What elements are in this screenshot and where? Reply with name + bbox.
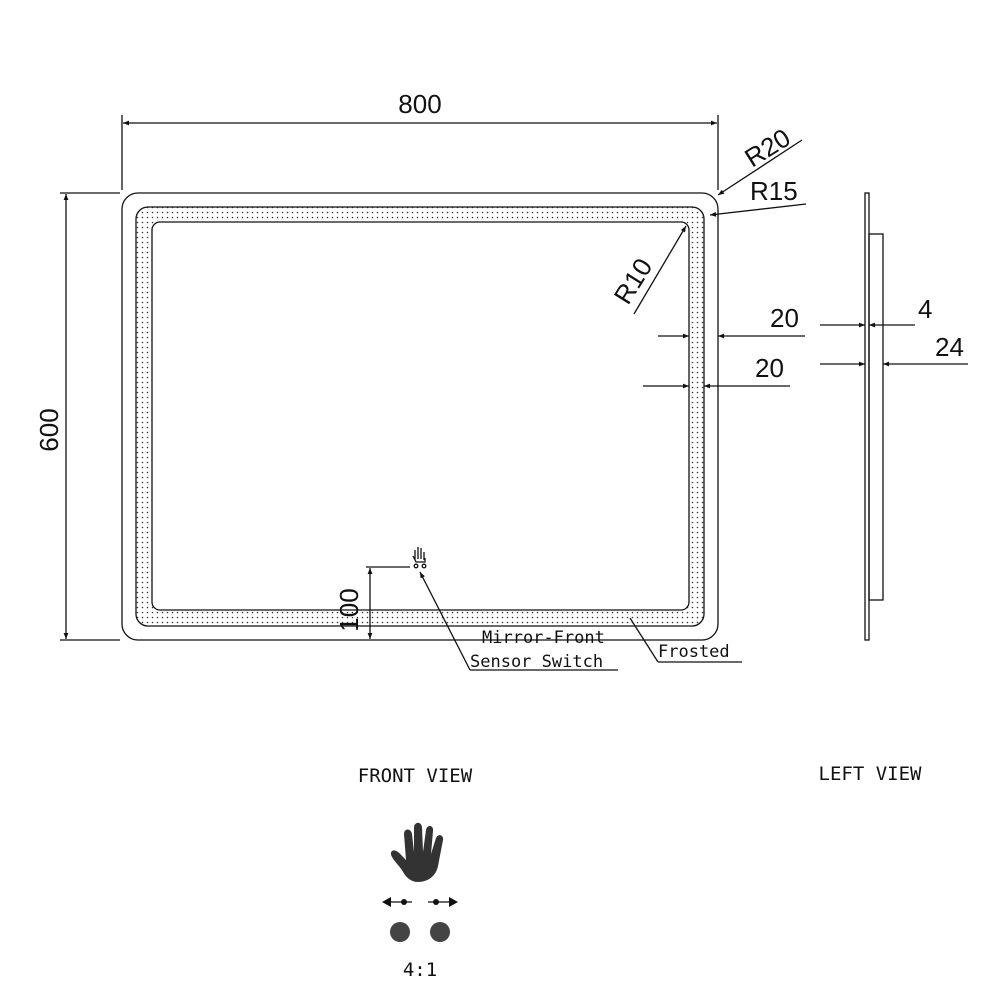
sensor-dot-right	[430, 922, 450, 942]
left-view-title: LEFT VIEW	[819, 763, 923, 785]
left-view: 4 24 LEFT VIEW	[819, 192, 968, 785]
detail-scale: 4:1	[403, 959, 437, 981]
sensor-height-dimension: 100	[334, 588, 364, 631]
mirror-outline	[121, 192, 719, 641]
width-dimension: 800	[398, 89, 441, 119]
front-view: 800 600 R20 R15 R10 20 20 100 Sensor Swi…	[34, 89, 807, 787]
frosted-radius: R15	[750, 176, 798, 206]
hand-icon	[390, 822, 444, 882]
front-view-title: FRONT VIEW	[358, 765, 473, 787]
frosted-offset-dimension: 20	[770, 303, 799, 333]
total-depth-dimension: 24	[935, 332, 964, 362]
swipe-arrows-icon	[382, 897, 458, 907]
mirror-front-label: Mirror-Front	[482, 628, 605, 648]
glass-thickness-dimension: 4	[918, 294, 932, 324]
height-dimension: 600	[34, 408, 64, 451]
frosted-band	[135, 206, 705, 627]
frosted-width-dimension: 20	[755, 353, 784, 383]
inner-radius: R10	[608, 253, 659, 309]
sensor-dot-left	[390, 922, 410, 942]
sensor-detail: 4:1	[382, 822, 458, 981]
outer-radius: R20	[739, 122, 795, 173]
frosted-label: Frosted	[658, 642, 730, 662]
sensor-switch-label: Sensor Switch	[470, 652, 603, 672]
sensor-switch-icon	[412, 547, 427, 569]
